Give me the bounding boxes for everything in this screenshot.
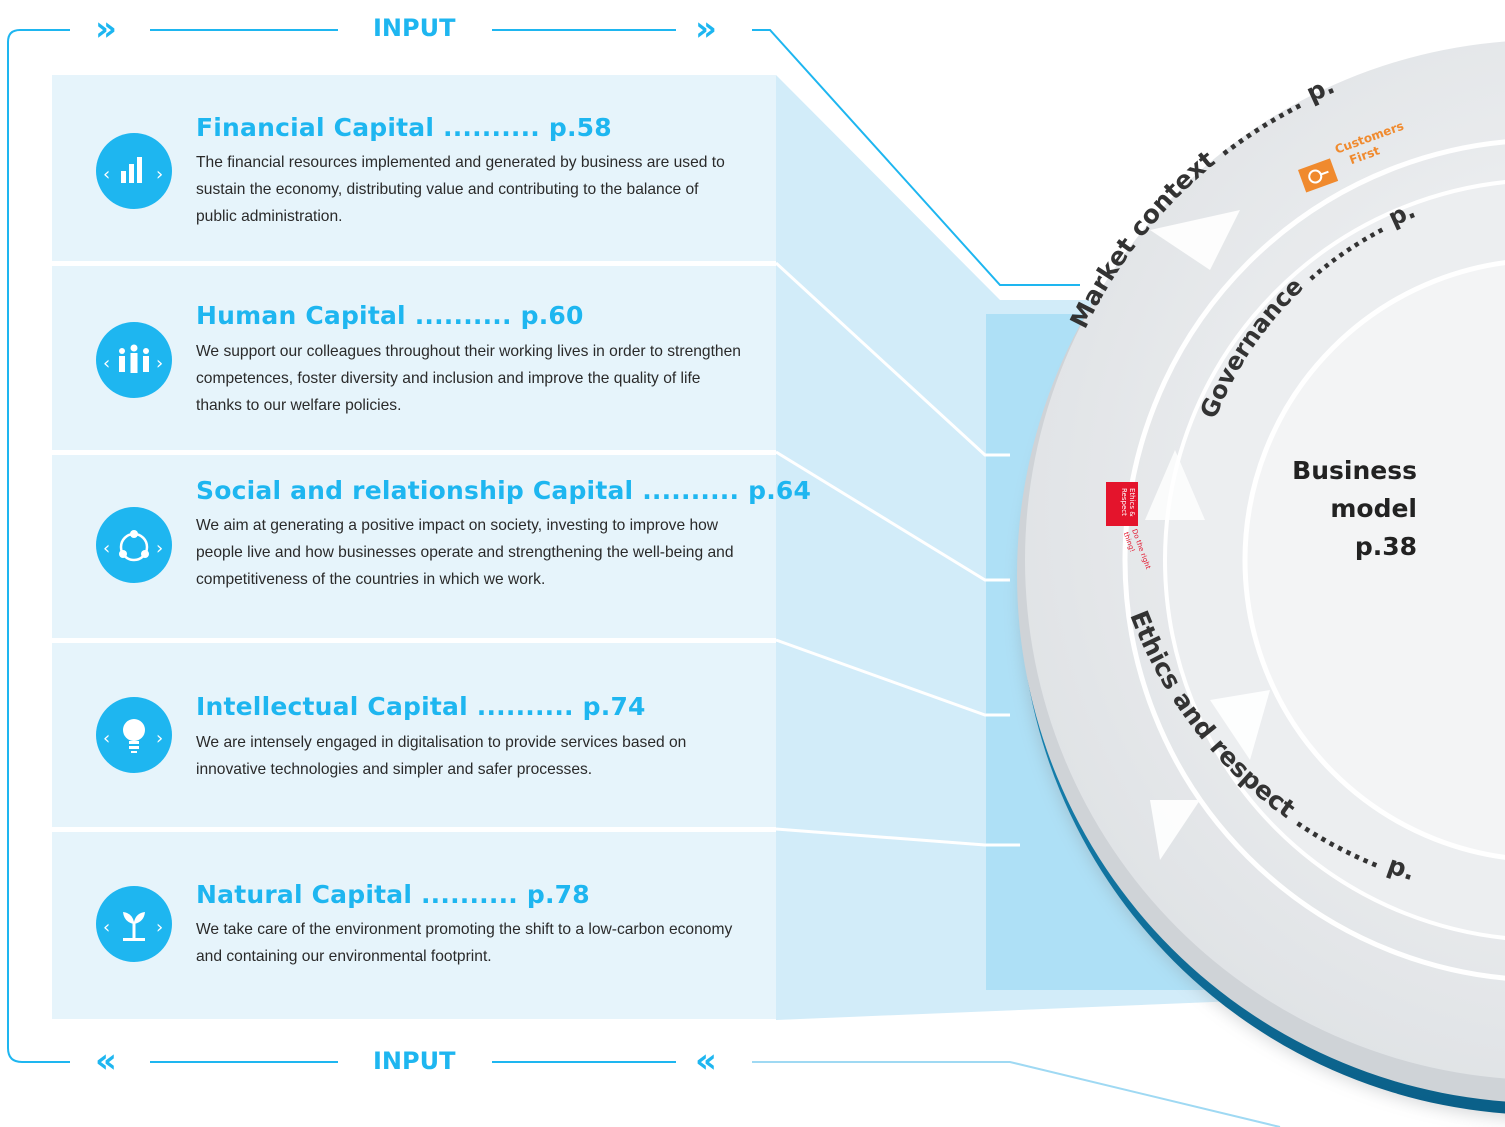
card-title: Natural Capital .......... p.78 xyxy=(196,880,590,909)
network-icon: ‹› xyxy=(96,507,172,583)
card-background-financial xyxy=(52,75,776,261)
input-header-label: INPUT xyxy=(373,14,456,42)
svg-text:›: › xyxy=(156,728,163,749)
card-title: Financial Capital .......... p.58 xyxy=(196,113,612,142)
card-description: We are intensely engaged in digitalisati… xyxy=(196,734,687,778)
card-description: The financial resources implemented and … xyxy=(196,154,725,225)
card-description: We support our colleagues throughout the… xyxy=(196,343,741,414)
chevron-right-icon: » xyxy=(695,9,717,49)
bar-chart-icon: ‹› xyxy=(96,133,172,209)
svg-text:‹: ‹ xyxy=(103,917,110,938)
svg-text:›: › xyxy=(156,353,163,374)
card-background-intellectual xyxy=(52,643,776,827)
card-background-social xyxy=(52,455,776,638)
input-footer-label: INPUT xyxy=(373,1047,456,1075)
people-icon: ‹› xyxy=(96,322,172,398)
hub-page-reference: p.38 xyxy=(1354,532,1417,561)
svg-text:›: › xyxy=(156,164,163,185)
chevron-left-icon: « xyxy=(695,1041,717,1081)
svg-text:Respect: Respect xyxy=(1120,488,1128,516)
card-description: We aim at generating a positive impact o… xyxy=(196,517,734,588)
svg-text:‹: ‹ xyxy=(103,164,110,185)
chevron-right-icon: » xyxy=(95,9,117,49)
svg-text:Ethics &: Ethics & xyxy=(1128,488,1136,517)
card-background-natural xyxy=(52,832,776,1019)
card-title: Intellectual Capital .......... p.74 xyxy=(196,692,646,721)
hub-line: Business xyxy=(1292,456,1417,485)
card-background-human xyxy=(52,266,776,450)
svg-text:›: › xyxy=(156,538,163,559)
svg-text:‹: ‹ xyxy=(103,538,110,559)
svg-text:‹: ‹ xyxy=(103,353,110,374)
card-title: Social and relationship Capital ........… xyxy=(196,476,812,505)
card-title: Human Capital .......... p.60 xyxy=(196,301,584,330)
hub-line: model xyxy=(1330,494,1417,523)
card-description: We take care of the environment promotin… xyxy=(196,921,733,965)
svg-text:›: › xyxy=(156,917,163,938)
chevron-left-icon: « xyxy=(95,1041,117,1081)
business-model-label: Business model p.38 xyxy=(1292,452,1417,566)
lightbulb-icon: ‹› xyxy=(96,697,172,773)
sprout-icon: ‹› xyxy=(96,886,172,962)
svg-text:‹: ‹ xyxy=(103,728,110,749)
